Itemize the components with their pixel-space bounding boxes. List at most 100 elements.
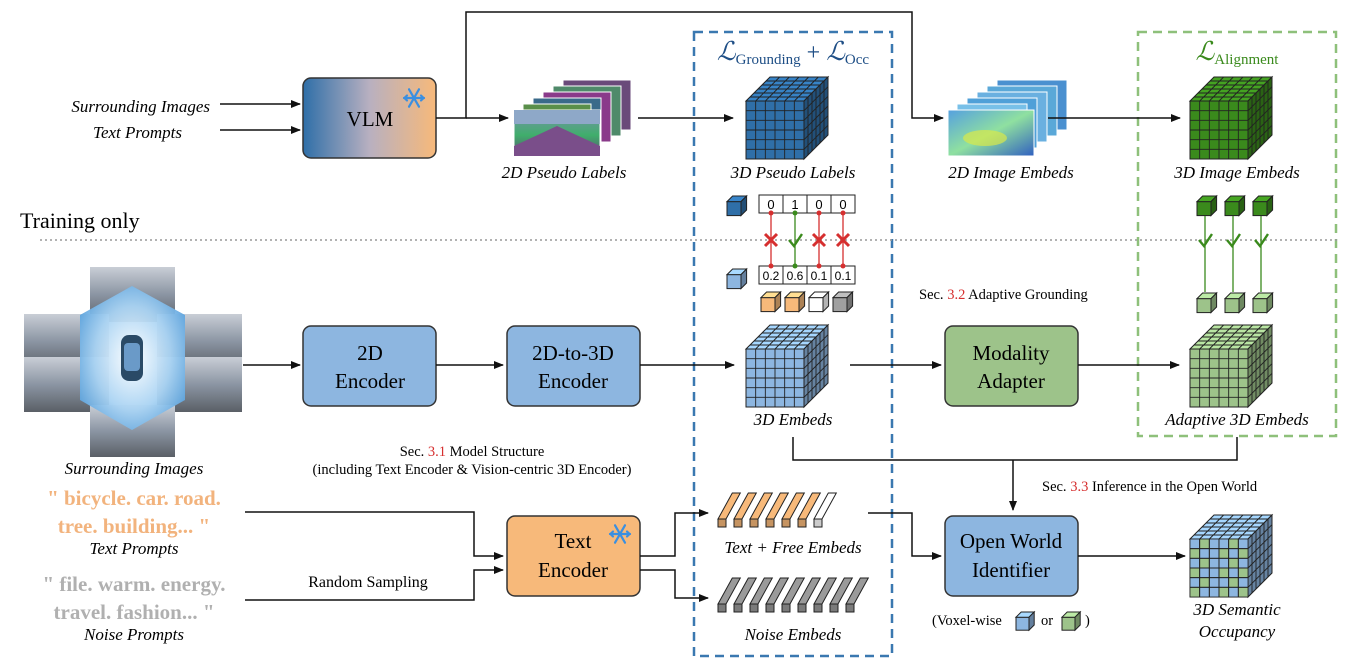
sec31-line2: (including Text Encoder & Vision-centric… [313,462,632,478]
embeds-3d-caption: 3D Embeds [753,410,833,429]
adapter-l2: Adapter [977,369,1045,393]
noise-embeds-caption: Noise Embeds [744,625,842,644]
encoder-2d3d-l1: 2D-to-3D [532,341,614,365]
noise-embeds-bars [717,577,870,613]
noise-prompt-l2: travel. fashion... " [54,600,215,624]
surround-images-hex [24,267,242,457]
blue-voxel-icon [725,267,748,290]
embed-bar [765,492,790,528]
encoder-2d3d-box [506,325,641,407]
adapter-l1: Modality [973,341,1050,365]
target-value: 0 [767,197,774,212]
image-2d-caption: 2D Image Embeds [948,163,1074,182]
grounding-occ-frame [692,30,894,658]
open-world-identifier-box [944,515,1079,597]
image-2d-stack [947,79,1068,157]
pred-value: 0.2 [763,269,780,283]
target-value: 0 [839,197,846,212]
embed-bar [797,492,822,528]
feature-voxel [807,290,830,313]
check-icon [1254,233,1269,249]
text-encoder-l2: Encoder [538,558,608,582]
target-value: 0 [815,197,822,212]
green-voxel-icon [1060,610,1082,632]
encoder-2d-l1: 2D [357,341,383,365]
image-3d-cube [1188,75,1274,161]
encoder-2d-box [302,325,437,407]
snowflake-icon [402,88,426,108]
adaptive-caption: Adaptive 3D Embeds [1164,410,1309,429]
top-input-prompts: Text Prompts [93,123,182,142]
grounding-feature-voxels [759,290,854,313]
embed-bar [797,577,822,613]
text-encoder-box [506,515,641,597]
green-voxel-icon [1223,194,1246,217]
pred-value: 0.1 [811,269,828,283]
check-icon [1226,233,1241,249]
owi-l1: Open World [960,529,1063,553]
sec33-label: Sec. 3.3 Inference in the Open World [1042,479,1258,495]
embed-bar [829,577,854,613]
text-free-caption: Text + Free Embeds [724,538,862,557]
embed-bar [717,492,742,528]
grounding-preds: 0.2 0.6 0.1 0.1 [758,210,856,285]
check-icon [1198,233,1213,249]
feature-voxel [831,290,854,313]
text-prompt-l2: tree. building... " [58,514,210,538]
text-prompts-caption: Text Prompts [90,539,179,558]
embed-bar [717,577,742,613]
encoder-2d3d-l2: Encoder [538,369,608,393]
owi-l2: Identifier [972,558,1050,582]
pseudo-3d-cube [744,75,830,161]
pred-value: 0.6 [787,269,804,283]
vlm-label: VLM [347,107,394,131]
sec32-label: Sec. 3.2 Adaptive Grounding [919,287,1088,303]
text-prompt-l1: " bicycle. car. road. [47,486,221,510]
adaptive-3d-cube [1188,323,1274,409]
green-voxel-icon [1223,291,1246,314]
blue-voxel-icon [1014,610,1036,632]
voxelwise-or: or [1041,613,1053,629]
encoder-2d-l2: Encoder [335,369,405,393]
alignment-voxel-pairs [1195,194,1274,314]
top-input-images: Surrounding Images [71,97,210,116]
embed-bar [749,577,774,613]
embed-bar [733,492,758,528]
random-sampling-label: Random Sampling [308,574,428,591]
check-icon [788,233,803,249]
grounding-occ-loss: ℒGrounding+ℒOcc [717,37,870,68]
pseudo-2d-caption: 2D Pseudo Labels [502,163,627,182]
training-only-label: Training only [20,208,140,233]
embed-bar [813,492,838,528]
semantic-occupancy-cube [1188,513,1274,599]
occupancy-l1: 3D Semantic [1192,600,1281,619]
image-3d-caption: 3D Image Embeds [1173,163,1300,182]
embed-bar [749,492,774,528]
embed-bar [765,577,790,613]
voxelwise-suffix: ) [1085,613,1090,629]
feature-voxel [759,290,782,313]
blue-voxel-icon [725,194,748,217]
pseudo-3d-caption: 3D Pseudo Labels [730,163,856,182]
modality-adapter-box [944,325,1079,407]
green-voxel-icon [1195,194,1218,217]
snowflake-icon [608,524,632,544]
pseudo-2d-stack [513,79,632,157]
cross-icon [763,232,779,248]
embed-bar [733,577,758,613]
cross-icon [835,232,851,248]
green-voxel-icon [1251,291,1274,314]
alignment-frame [1136,30,1338,438]
occupancy-l2: Occupancy [1199,622,1276,641]
embed-bar [845,577,870,613]
surround-caption: Surrounding Images [65,459,204,478]
pred-value: 0.1 [835,269,852,283]
embeds-3d-cube [744,323,830,409]
embed-bar [813,577,838,613]
embed-bar [781,577,806,613]
text-free-embeds [717,492,838,528]
voxelwise-prefix: (Voxel-wise [932,613,1002,629]
cross-icon [811,232,827,248]
